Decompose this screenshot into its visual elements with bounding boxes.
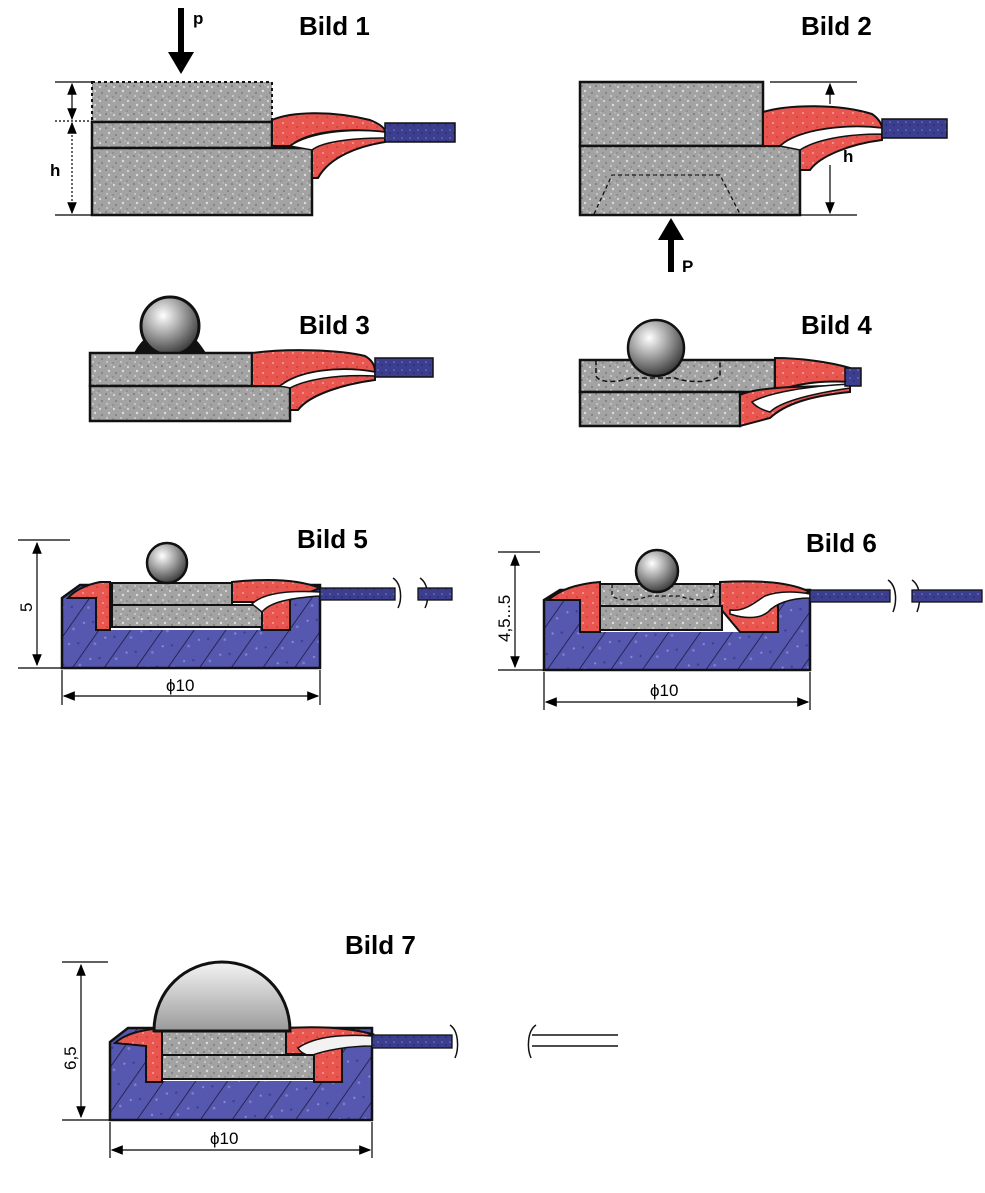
steel-ball — [634, 548, 680, 594]
height-dimension — [55, 81, 92, 216]
bottom-plate — [599, 605, 723, 631]
height-dim-label: 6,5 — [61, 1046, 80, 1070]
adhesive-left — [545, 580, 601, 633]
figure-bild-1: Bild 1 p h — [50, 8, 456, 217]
break-mark — [527, 1024, 537, 1059]
top-plate — [90, 120, 274, 150]
figure-bild-4: Bild 4 — [578, 310, 872, 428]
top-plate — [88, 351, 254, 388]
top-plate — [161, 1030, 287, 1056]
lead-wire — [319, 587, 396, 601]
height-dim-label: 5 — [17, 603, 36, 612]
break-mark — [392, 577, 402, 609]
figure-bild-3: Bild 3 — [88, 295, 434, 423]
steel-ball — [139, 295, 201, 357]
displaced-top-plate — [91, 81, 273, 123]
figure-title: Bild 2 — [801, 11, 872, 41]
figure-bild-6: Bild 6 4,5...5 ϕ10 — [495, 528, 983, 710]
lead-wire — [374, 357, 434, 378]
height-dim-label: 4,5...5 — [495, 595, 514, 642]
diameter-dim-label: ϕ10 — [210, 1129, 238, 1148]
bottom-plate — [88, 384, 292, 423]
adhesive-left — [112, 1026, 163, 1083]
figure-title: Bild 3 — [299, 310, 370, 340]
electrode-gap — [750, 383, 851, 413]
lead-wire — [384, 122, 456, 143]
filled-gap — [297, 1034, 373, 1057]
diameter-dim-label: ϕ10 — [166, 676, 194, 695]
steel-ball — [626, 318, 686, 378]
diameter-dimension — [61, 670, 321, 705]
height-dimension — [62, 961, 110, 1121]
figure-title: Bild 4 — [801, 310, 872, 340]
break-mark — [449, 1024, 459, 1059]
height-dimension — [770, 81, 857, 216]
height-label: h — [50, 161, 60, 180]
figure-title: Bild 7 — [345, 930, 416, 960]
lead-wire — [844, 367, 862, 387]
bottom-plate — [578, 390, 742, 428]
bottom-plate — [161, 1054, 315, 1080]
diameter-dim-label: ϕ10 — [650, 681, 678, 700]
force-label: p — [193, 9, 203, 28]
height-dimension — [498, 551, 544, 671]
lead-wire — [809, 589, 891, 603]
height-dimension — [18, 539, 70, 669]
figure-title: Bild 6 — [806, 528, 877, 558]
hidden-cavity — [595, 360, 721, 383]
figure-bild-5: Bild 5 5 ϕ10 — [17, 524, 453, 705]
steel-ball — [145, 541, 189, 585]
height-label: h — [843, 147, 853, 166]
hidden-cavity — [611, 584, 715, 601]
lead-wire-end — [911, 589, 983, 603]
top-plate — [578, 80, 765, 148]
dome-cap — [152, 960, 292, 1033]
break-mark — [887, 579, 897, 613]
force-arrow — [658, 218, 684, 272]
lead-wire — [371, 1034, 453, 1049]
figure-title: Bild 1 — [299, 11, 370, 41]
diameter-dimension — [543, 672, 811, 710]
bottom-plate — [578, 144, 802, 217]
force-arrow — [168, 8, 194, 74]
force-label: P — [682, 257, 693, 276]
diameter-dimension — [109, 1122, 373, 1158]
figure-title: Bild 5 — [297, 524, 368, 554]
bottom-plate — [111, 604, 263, 628]
top-plate — [111, 582, 233, 606]
figure-bild-7: Bild 7 6,5 ϕ10 — [61, 930, 618, 1158]
figure-bild-2: Bild 2 h P — [578, 11, 948, 276]
bottom-plate — [90, 146, 314, 217]
adhesive-left — [65, 581, 111, 631]
lead-wire — [881, 118, 948, 139]
lead-wire-end — [417, 587, 453, 601]
hidden-cavity — [593, 174, 741, 215]
